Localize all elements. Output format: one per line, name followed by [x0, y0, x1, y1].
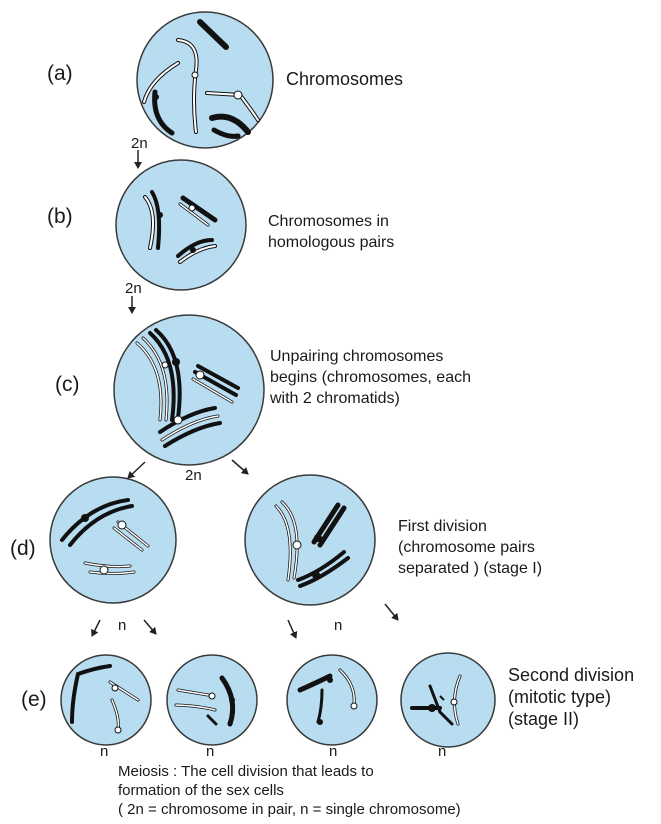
ploidy-label: 2n: [131, 135, 148, 152]
arrow-c-d-right: [231, 459, 249, 475]
stage-desc-a: Chromosomes: [286, 69, 404, 89]
cell-e2: [166, 654, 258, 746]
stage-desc-c: Unpairing chromosomes begins (chromosome…: [270, 348, 471, 407]
ploidy-label: n: [100, 743, 109, 760]
ploidy-label: n: [334, 617, 343, 634]
arrow-d-e2: [143, 619, 157, 635]
arrow-d-e1: [91, 619, 101, 637]
ploidy-label: n: [118, 617, 127, 634]
cell-c: [113, 314, 265, 466]
cell-a: [136, 11, 274, 149]
caption-line: ( 2n = chromosome in pair, n = single ch…: [118, 801, 461, 818]
stage-label-b: (b): [47, 205, 73, 228]
chromosome-dark: [197, 19, 229, 50]
ploidy-label: n: [206, 743, 215, 760]
arrow-d-e3: [287, 619, 298, 639]
stage-label-e: (e): [21, 688, 47, 711]
cell-e4: [400, 652, 496, 748]
caption-line: Meiosis : The cell division that leads t…: [118, 763, 374, 780]
ploidy-label: n: [438, 743, 447, 760]
stage-desc-b: Chromosomes in homologous pairs: [268, 213, 395, 251]
cell-b: [115, 159, 247, 291]
ploidy-label: 2n: [185, 467, 202, 484]
stage-label-d: (d): [10, 537, 36, 560]
ploidy-label: 2n: [125, 280, 142, 297]
cell-d-left: [49, 476, 177, 604]
caption-line: formation of the sex cells: [118, 782, 284, 799]
arrow-d-e4: [384, 603, 399, 621]
stage-desc-d: First division (chromosome pairs separat…: [398, 518, 543, 577]
arrows: [91, 150, 399, 639]
ploidy-label: n: [329, 743, 338, 760]
cell-e3: [286, 654, 378, 746]
stage-desc-e: Second division (mitotic type) (stage II…: [508, 665, 635, 729]
cell-e1: [60, 654, 152, 746]
cell-d-right: [244, 474, 376, 606]
stage-label-c: (c): [55, 373, 80, 396]
caption: Meiosis : The cell division that leads t…: [118, 762, 461, 819]
stage-label-a: (a): [47, 62, 73, 85]
arrow-c-d-left: [127, 461, 146, 479]
